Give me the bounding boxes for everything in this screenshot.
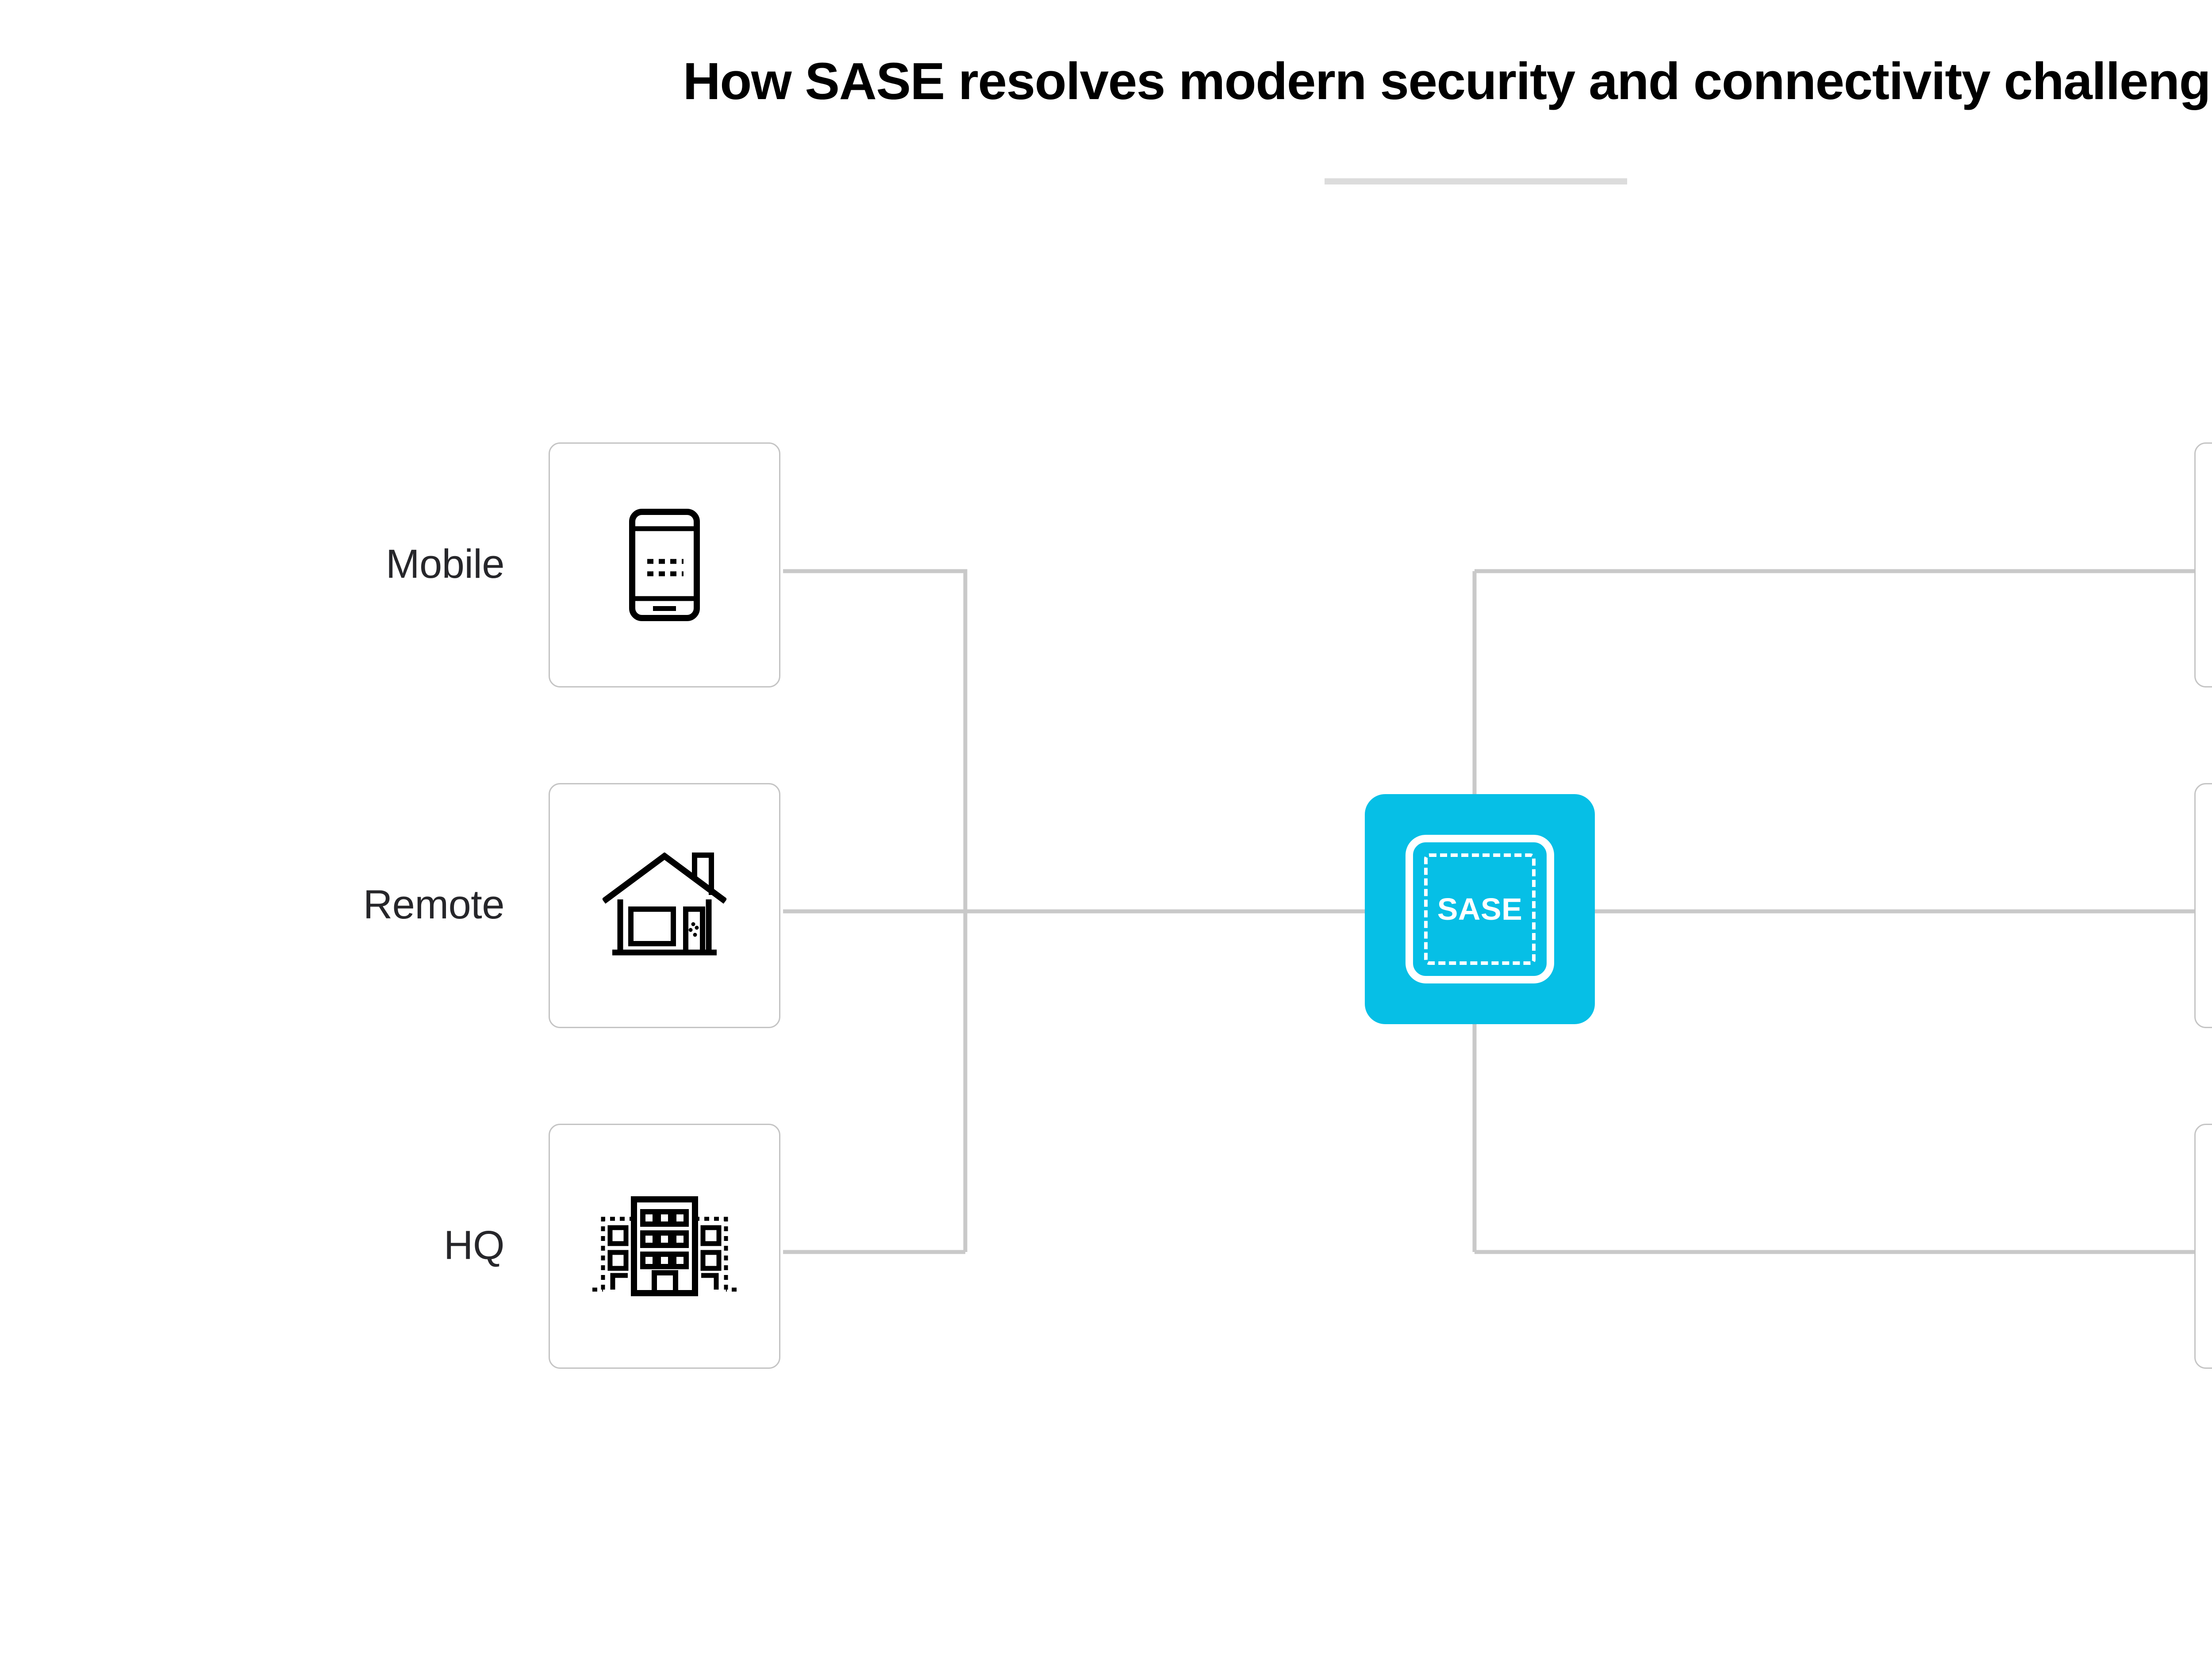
node-label-remote: Remote xyxy=(363,882,505,927)
sase-hub[interactable]: SASE xyxy=(1365,794,1595,1024)
node-label-hq: HQ xyxy=(444,1223,505,1268)
mobile-phone-icon xyxy=(627,507,702,622)
house-icon xyxy=(603,853,726,959)
sase-label: SASE xyxy=(1437,892,1523,926)
node-card-cloud-services[interactable] xyxy=(2194,442,2212,687)
node-card-data-center[interactable] xyxy=(2194,783,2212,1028)
node-card-mobile[interactable] xyxy=(549,442,780,687)
page-title: How SASE resolves modern security and co… xyxy=(683,52,2212,111)
node-label-mobile: Mobile xyxy=(385,541,505,587)
node-card-remote[interactable] xyxy=(549,783,780,1028)
title-divider xyxy=(1325,178,1627,184)
node-card-data-center-apps[interactable] xyxy=(2194,1124,2212,1369)
node-card-hq[interactable] xyxy=(549,1124,780,1369)
office-building-icon xyxy=(591,1193,737,1299)
sase-shield-box-icon: SASE xyxy=(1406,835,1554,983)
